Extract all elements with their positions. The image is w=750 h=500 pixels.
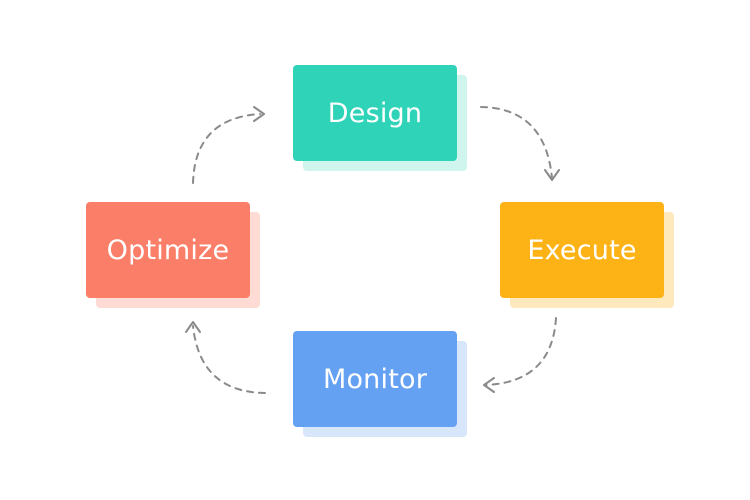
- arrowhead-optimize-to-design: [253, 106, 265, 122]
- edge-execute-to-monitor: [485, 317, 557, 386]
- node-optimize-card: Optimize: [86, 202, 250, 298]
- arrowhead-design-to-execute: [544, 169, 560, 181]
- arrowhead-monitor-to-optimize: [185, 321, 201, 333]
- node-execute-label: Execute: [527, 234, 637, 266]
- node-design-label: Design: [327, 97, 423, 129]
- node-execute-card: Execute: [500, 202, 664, 298]
- node-monitor-label: Monitor: [322, 363, 428, 395]
- node-optimize-label: Optimize: [106, 234, 230, 266]
- arrowhead-execute-to-monitor: [483, 377, 495, 393]
- edge-design-to-execute: [480, 106, 553, 179]
- edge-monitor-to-optimize: [192, 325, 266, 394]
- node-design-card: Design: [293, 65, 457, 161]
- node-design: Design: [293, 65, 467, 171]
- node-execute: Execute: [500, 202, 674, 308]
- node-optimize: Optimize: [86, 202, 260, 308]
- node-monitor-card: Monitor: [293, 331, 457, 427]
- edge-optimize-to-design: [192, 113, 261, 184]
- node-monitor: Monitor: [293, 331, 467, 437]
